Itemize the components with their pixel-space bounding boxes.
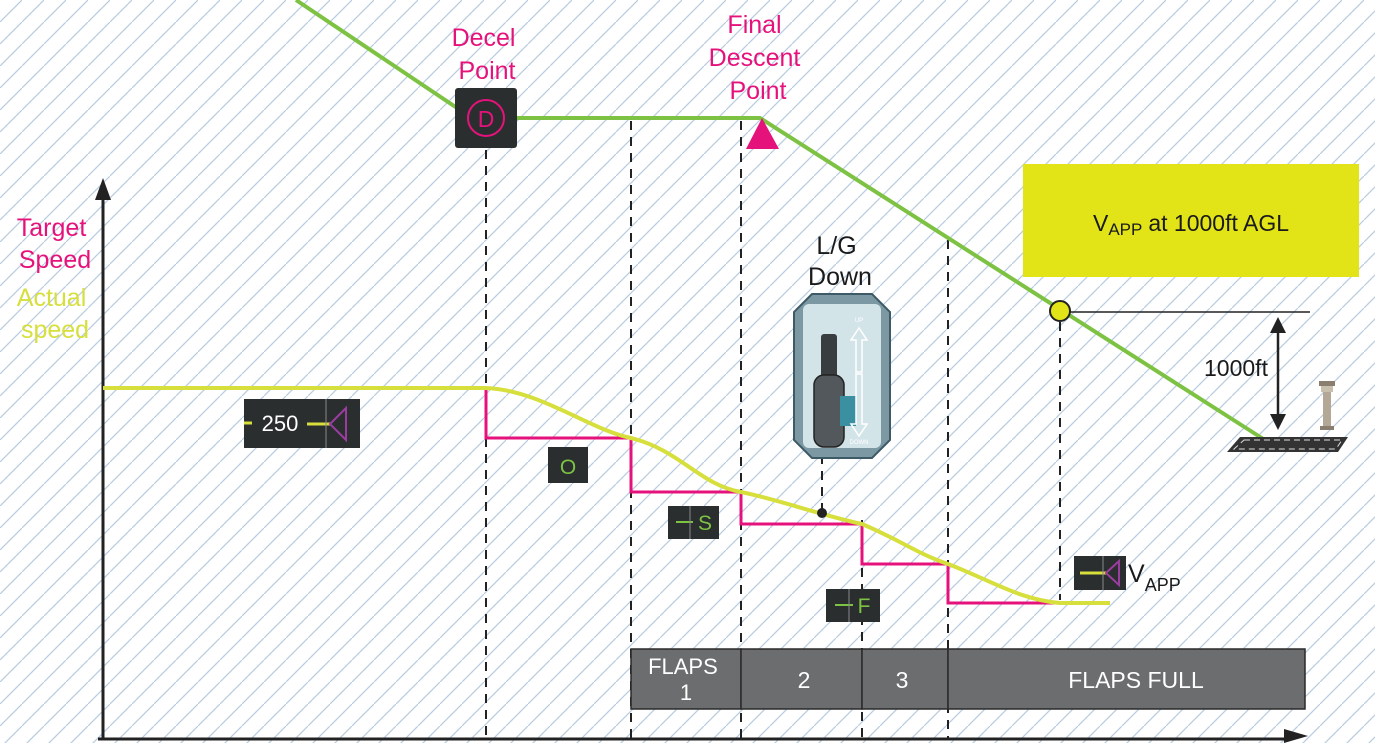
- target-speed-line: [484, 388, 1060, 605]
- lg-down-label-line-2: Down: [808, 263, 872, 291]
- flap-segment-3: [861, 648, 949, 710]
- actual-speed-label-line-2: speed: [21, 316, 89, 344]
- up-arrow-icon: [849, 326, 869, 373]
- vapp-marker-v: V: [1128, 560, 1145, 588]
- flap-segment-1-label: FLAPS 1: [648, 654, 724, 705]
- flap-segment-full: [947, 648, 1306, 710]
- flap-segment-full-label: FLAPS FULL: [1068, 667, 1204, 693]
- runway-icon: [1227, 437, 1348, 452]
- flap-retraction-marker: F: [826, 589, 880, 622]
- actual-speed-label: Actual speed: [17, 284, 93, 344]
- height-arrow: [1270, 317, 1286, 430]
- decel-point-letter: D: [478, 106, 495, 132]
- lever-down-label: DOWN: [850, 440, 869, 446]
- decel-point-circle: [467, 99, 505, 137]
- decel-point-label: Decel Point: [452, 24, 523, 85]
- vapp-point-marker: [1049, 300, 1071, 322]
- down-arrow-icon: [849, 373, 869, 438]
- target-speed-label-line-1: Target: [17, 214, 87, 242]
- lg-down-point: [817, 508, 827, 518]
- slat-letter: S: [698, 512, 712, 535]
- lever-up-label: UP: [855, 318, 863, 324]
- decel-point-label-line-2: Point: [459, 57, 516, 85]
- speed-250-marker: 250: [244, 399, 360, 448]
- height-label: 1000ft: [1204, 355, 1269, 381]
- flap-letter: F: [858, 595, 871, 618]
- final-descent-point-label: Final Descent Point: [709, 11, 808, 105]
- vapp-callout-sub: APP: [1108, 220, 1142, 239]
- final-descent-label-line-3: Point: [730, 77, 787, 105]
- green-dot-marker: O: [548, 447, 588, 483]
- axes: [98, 192, 1290, 741]
- actual-speed-line: [103, 386, 1110, 605]
- vapp-callout-text: VAPP at 1000ft AGL: [1093, 210, 1289, 239]
- vapp-callout: VAPP at 1000ft AGL: [1023, 164, 1359, 277]
- final-descent-point-triangle: [746, 118, 779, 149]
- flap-segment-1-line-1: FLAPS: [648, 654, 718, 679]
- control-tower-icon: [1319, 381, 1335, 430]
- flap-segment-3-label: 3: [896, 667, 909, 693]
- vapp-speed-marker: [1074, 556, 1126, 590]
- final-descent-label-line-2: Descent: [709, 44, 801, 72]
- vapp-speed-triangle: [1104, 558, 1120, 588]
- vapp-callout-box: [1023, 164, 1359, 277]
- flap-segment-1-line-2: 1: [680, 680, 692, 705]
- actual-speed-label-line-1: Actual: [17, 284, 86, 312]
- decel-point-label-line-1: Decel: [452, 24, 516, 52]
- y-axis-arrow: [95, 178, 111, 200]
- slat-retraction-marker: S: [668, 506, 719, 539]
- landing-gear-lever: UP DOWN: [793, 293, 891, 459]
- flap-segment-2-label: 2: [798, 667, 811, 693]
- x-axis-arrow: [1284, 729, 1308, 743]
- vapp-callout-v: V: [1093, 210, 1109, 236]
- vapp-marker-label: VAPP: [1128, 560, 1181, 595]
- flap-configuration-bar: FLAPS 1 2 3 FLAPS FULL: [630, 648, 1306, 710]
- lg-down-label: L/G Down: [808, 232, 872, 291]
- green-dot-letter: O: [560, 456, 576, 479]
- lg-down-label-line-1: L/G: [816, 232, 856, 260]
- vapp-callout-rest: at 1000ft AGL: [1148, 210, 1289, 236]
- decel-point-symbol: D: [455, 88, 517, 148]
- lever-handle: [813, 374, 845, 448]
- speed-250-triangle: [328, 405, 347, 443]
- decel-point-box: [455, 88, 517, 148]
- vertical-flight-path: [294, 0, 1270, 444]
- target-speed-label: Target Speed: [17, 214, 93, 274]
- target-speed-label-line-2: Speed: [19, 246, 91, 274]
- speed-250-value: 250: [262, 411, 299, 436]
- final-descent-label-line-1: Final: [727, 11, 781, 39]
- vapp-marker-sub: APP: [1145, 575, 1181, 595]
